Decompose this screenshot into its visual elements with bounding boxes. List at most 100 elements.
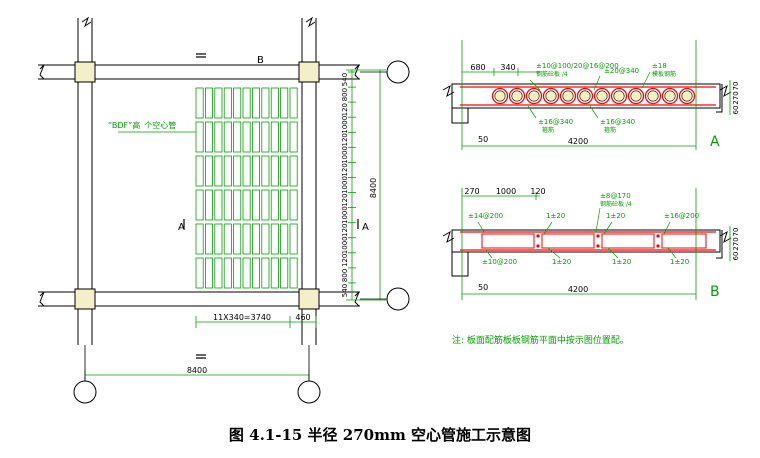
hollow-tube [242, 121, 251, 153]
plan-bottom-edge: 460 [295, 313, 310, 322]
section-a-tube [491, 87, 509, 105]
tube-label: “BDF”高 个空心管 [108, 120, 176, 130]
plan-section-marks [183, 53, 359, 359]
plan-right-dim-label: 120 [341, 103, 349, 116]
hollow-tube [251, 189, 260, 221]
section-b-note-top-4: 1±20 [546, 212, 565, 220]
section-a-tube-core [664, 90, 676, 102]
section-a-tube [559, 87, 577, 105]
section-a-tube [610, 87, 628, 105]
hollow-tube [233, 223, 242, 255]
plan-right-dimensions: 5408001201000120100012010001201000120100… [341, 71, 356, 297]
section-b-right-2: 270 [732, 237, 740, 250]
hollow-tube [261, 189, 270, 221]
section-a-tube [576, 87, 594, 105]
hollow-tube-grid [195, 87, 298, 289]
section-a-dim-680: 680 [470, 63, 485, 72]
section-b-right-1: 70 [732, 228, 740, 237]
hollow-tube [261, 223, 270, 255]
hollow-tube [195, 223, 204, 255]
column-bottom-right [298, 288, 320, 310]
plan-axis-bubbles [73, 60, 410, 404]
column-top-right [298, 61, 320, 83]
plan-right-dim-label: 1000 [341, 236, 349, 254]
plan-right-dimension-chain [346, 69, 386, 301]
section-a-note-bot-1: ±16@340 [538, 118, 573, 126]
section-a-dim-4200: 4200 [568, 137, 588, 146]
hollow-tube [251, 121, 260, 153]
section-b: 270 1000 120 ±8@170 钢筋砼板 /4 ±14@200 1±20… [442, 187, 740, 300]
section-a-note-top-1: ±10@100/20@16@200 [536, 62, 619, 70]
section-b-note-top-6: ±16@200 [664, 212, 699, 220]
hollow-tube [223, 257, 232, 289]
hollow-tube [251, 257, 260, 289]
section-a-tube-core [494, 90, 506, 102]
hollow-tube [195, 121, 204, 153]
plan-right-dim-label: 800 [341, 88, 349, 101]
section-a-right-1: 70 [732, 82, 740, 91]
hollow-tube [280, 155, 289, 187]
plan-right-dim-label: 120 [341, 163, 349, 176]
hollow-tube [270, 155, 279, 187]
section-b-note-top-2: 钢筋砼板 /4 [600, 200, 632, 208]
plan-right-dim-label: 120 [341, 193, 349, 206]
section-b-note-bot-4: 1±20 [670, 258, 689, 266]
section-a-note-top-4: 钢筋砼板 /4 [536, 70, 568, 78]
hollow-tube [204, 189, 213, 221]
section-a-tube-core [647, 90, 659, 102]
plan-section-mark-a-left: A [178, 222, 185, 233]
section-a-tube [644, 87, 662, 105]
hollow-tube [223, 223, 232, 255]
hollow-tube [242, 189, 251, 221]
hollow-tube [233, 155, 242, 187]
section-a-tube-core [630, 90, 642, 102]
hollow-tube [289, 223, 298, 255]
hollow-tube [204, 223, 213, 255]
section-a-tube [593, 87, 611, 105]
hollow-tube [270, 121, 279, 153]
section-b-note-bot-3: 1±20 [612, 258, 631, 266]
hollow-tube [270, 189, 279, 221]
section-a-tube-core [511, 90, 523, 102]
plan-right-dim-label: 1000 [341, 146, 349, 164]
section-b-right-3: 60 [732, 252, 740, 261]
plan-columns [74, 61, 320, 310]
hollow-tube [280, 87, 289, 119]
hollow-tube [233, 257, 242, 289]
axis-bubble-bottom-left [73, 380, 97, 404]
hollow-tube [233, 189, 242, 221]
section-b-note-bot-1: ±10@200 [482, 258, 517, 266]
hollow-tube [195, 155, 204, 187]
hollow-tube [195, 87, 204, 119]
section-b-note-top-3: ±14@200 [468, 212, 503, 220]
section-a-tube [627, 87, 645, 105]
section-a-right-2: 270 [732, 91, 740, 104]
section-a-label: A [710, 134, 720, 150]
section-a-note-bot-3: 箍筋 [542, 126, 554, 134]
plan-right-dim-label: 800 [341, 269, 349, 282]
hollow-tube [270, 257, 279, 289]
hollow-tube [214, 189, 223, 221]
section-b-dim-4200: 4200 [568, 285, 588, 294]
section-b-note-top-1: ±8@170 [600, 192, 631, 200]
hollow-tube [195, 257, 204, 289]
plan-section-mark-a-right: A [362, 222, 369, 233]
hollow-tube [261, 87, 270, 119]
hollow-tube [204, 121, 213, 153]
hollow-tube [280, 189, 289, 221]
hollow-tube [280, 223, 289, 255]
hollow-tube [233, 121, 242, 153]
section-a-tube [508, 87, 526, 105]
hollow-tube [214, 155, 223, 187]
section-a-tube-core [579, 90, 591, 102]
hollow-tube [223, 121, 232, 153]
plan-right-dim-label: 1000 [341, 116, 349, 134]
hollow-tube [270, 87, 279, 119]
figure-caption: 图 4.1-15 半径 270mm 空心管施工示意图 [228, 426, 532, 444]
hollow-tube [251, 155, 260, 187]
section-a-tube [542, 87, 560, 105]
hollow-tube [214, 223, 223, 255]
hollow-tube [261, 257, 270, 289]
section-b-dim-1000: 1000 [496, 187, 516, 196]
hollow-tube [289, 121, 298, 153]
